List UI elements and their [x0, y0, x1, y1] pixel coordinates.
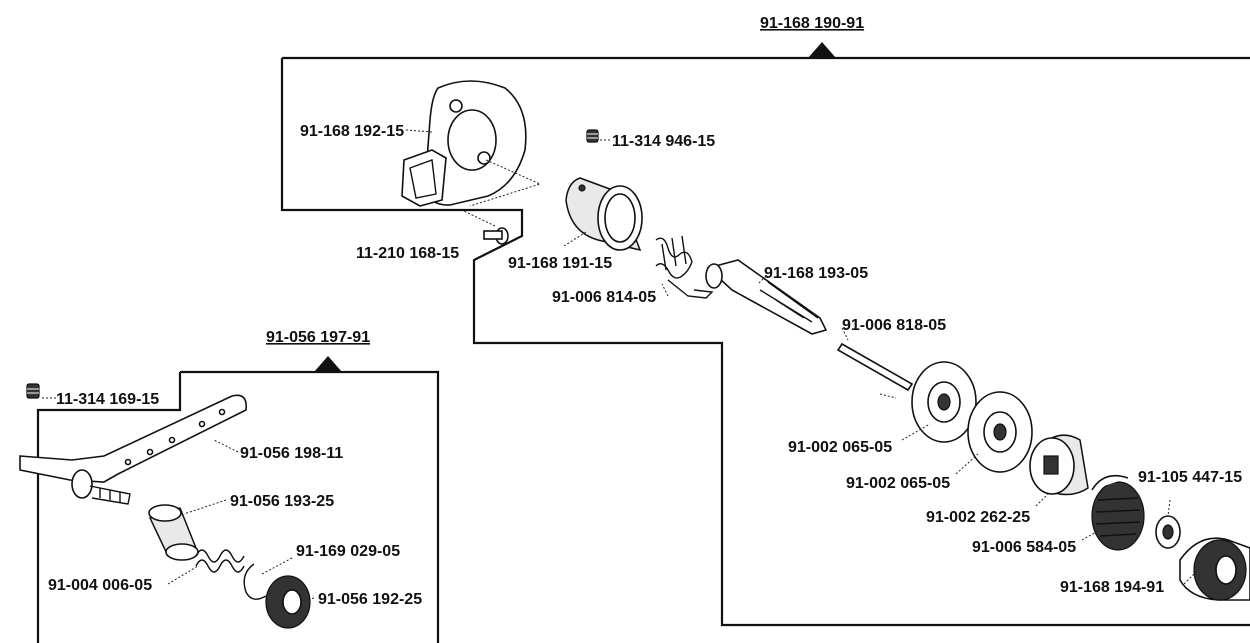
torsion-spring — [655, 235, 714, 299]
part-label: 91-006 818-05 — [842, 317, 946, 334]
small-washer — [1155, 515, 1181, 549]
set-screw-top — [586, 129, 599, 143]
part-label: 11-210 168-15 — [356, 245, 459, 262]
part-label: 91-168 192-15 — [300, 123, 404, 140]
lever-assembly-number: 91-056 197-91 — [266, 329, 370, 346]
part-label: 91-002 262-25 — [926, 509, 1030, 526]
part-label: 91-105 447-15 — [1138, 469, 1242, 486]
part-labels: 91-168 192-15 11-314 946-15 11-210 168-1… — [48, 123, 1242, 608]
part-label: 91-056 198-11 — [240, 445, 343, 462]
part-label: 91-169 029-05 — [296, 543, 400, 560]
conical-spring — [1091, 474, 1145, 551]
pressure-disc-2 — [967, 391, 1033, 473]
main-assembly-marker — [808, 42, 836, 58]
main-assembly-frame — [280, 42, 1250, 627]
pan-screw — [461, 209, 509, 245]
part-label: 91-006 814-05 — [552, 289, 656, 306]
part-label: 91-056 193-25 — [230, 493, 334, 510]
part-label: 91-002 065-05 — [846, 475, 950, 492]
tension-knob — [1179, 537, 1250, 601]
main-assembly-number: 91-168 190-91 — [760, 15, 864, 32]
cylinder-housing — [565, 177, 643, 252]
knurled-knob-small — [265, 575, 311, 629]
pressure-disc-1 — [911, 361, 977, 443]
lever-assembly-frame — [36, 356, 440, 643]
part-label: 11-314 169-15 — [56, 391, 159, 408]
part-label: 91-004 006-05 — [48, 577, 152, 594]
sleeve — [148, 504, 199, 561]
part-label: 91-168 194-91 — [1060, 579, 1164, 596]
lever-arm — [19, 394, 248, 505]
compression-spring — [195, 549, 245, 573]
threaded-shaft — [705, 259, 828, 335]
set-screw-left — [26, 383, 40, 399]
bracket-plate — [401, 80, 542, 207]
part-label: 91-002 065-05 — [788, 439, 892, 456]
part-label: 91-168 193-05 — [764, 265, 868, 282]
part-label: 91-006 584-05 — [972, 539, 1076, 556]
part-label: 11-314 946-15 — [612, 133, 715, 150]
leader-lines — [42, 129, 1199, 601]
part-label: 91-056 192-25 — [318, 591, 422, 608]
slotted-nut — [1029, 434, 1089, 496]
lever-assembly-marker — [314, 356, 342, 372]
part-label: 91-168 191-15 — [508, 255, 612, 272]
retaining-clip — [243, 563, 267, 600]
pin — [836, 342, 914, 399]
